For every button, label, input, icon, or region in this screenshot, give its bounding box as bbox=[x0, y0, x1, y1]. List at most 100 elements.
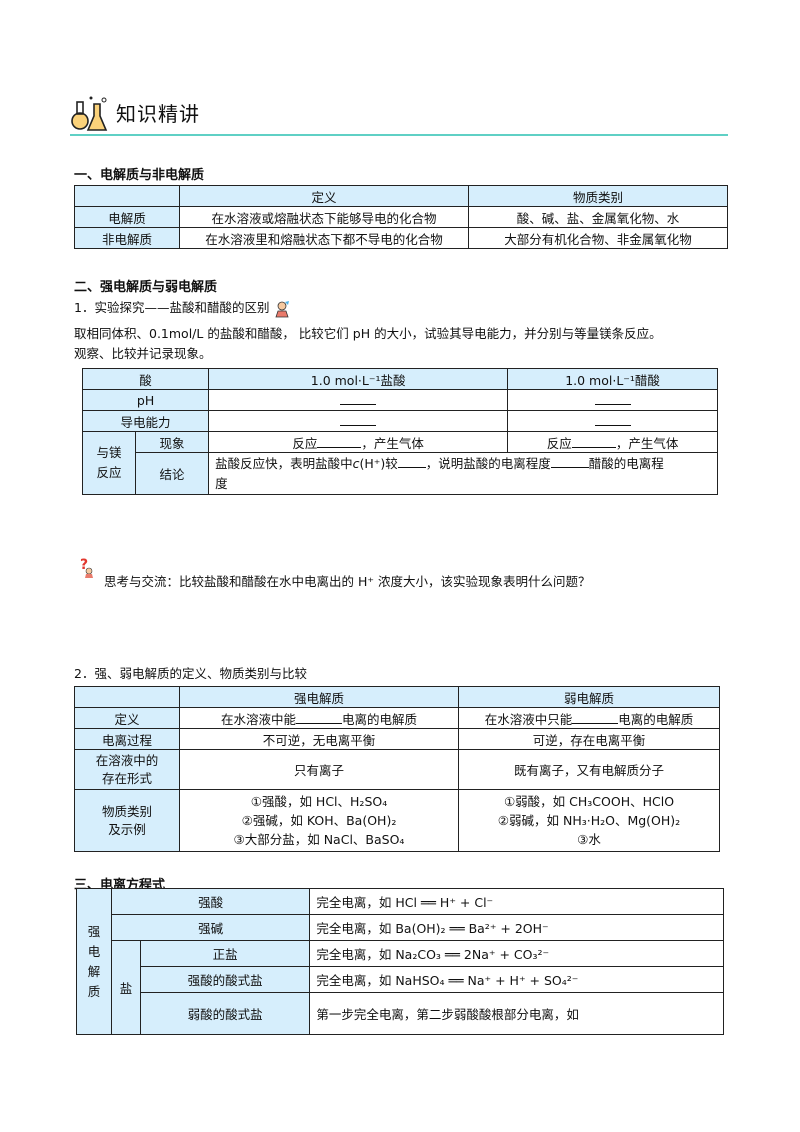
table-cell: 物质类别 及示例 bbox=[74, 789, 180, 852]
cell-text: ③大部分盐，如 NaCl、BaSO₄ bbox=[233, 832, 405, 847]
think-discuss-text: 思考与交流：比较盐酸和醋酸在水中电离出的 H⁺ 浓度大小，该实验现象表明什么问题… bbox=[104, 574, 591, 589]
table-row: 强碱 完全电离，如 Ba(OH)₂ ══ Ba²⁺ + 2OH⁻ bbox=[77, 914, 724, 941]
row-label: 及示例 bbox=[108, 821, 146, 837]
electrolyte-table: 定义 物质类别 电解质 在水溶液或熔融状态下能够导电的化合物 酸、碱、盐、金属氧… bbox=[74, 185, 728, 249]
table-cell: 在水溶液或熔融状态下能够导电的化合物 bbox=[179, 206, 469, 228]
experiment-table: 酸 1.0 mol·L⁻¹盐酸 1.0 mol·L⁻¹醋酸 pH 导电能力 与镁… bbox=[81, 368, 718, 495]
cell-text: 盐酸反应快，表明盐酸中 bbox=[215, 455, 353, 471]
answer-blank[interactable] bbox=[594, 392, 631, 405]
table-cell: 完全电离，如 Na₂CO₃ ══ 2Na⁺ + CO₃²⁻ bbox=[309, 940, 724, 967]
cell-text: 在水溶液中能 bbox=[220, 711, 296, 727]
table-cell: 强 电 解 质 bbox=[76, 888, 112, 1035]
cell-text: c bbox=[352, 455, 360, 471]
table-cell: 反应 ，产生气体 bbox=[507, 431, 718, 453]
table-cell: 不可逆，无电离平衡 bbox=[179, 728, 459, 750]
table-cell[interactable] bbox=[208, 389, 509, 411]
cell-text: ②弱碱，如 NH₃·H₂O、Mg(OH)₂ bbox=[497, 813, 681, 828]
table-row: 导电能力 bbox=[81, 410, 718, 432]
table-cell: 只有离子 bbox=[179, 749, 459, 790]
row-label: 与镁 bbox=[96, 445, 122, 460]
lab-flask-icon bbox=[71, 96, 108, 131]
cell-text: ②强碱，如 KOH、Ba(OH)₂ bbox=[241, 813, 397, 828]
table-cell: pH bbox=[81, 389, 210, 411]
table-row: 盐 正盐 完全电离，如 Na₂CO₃ ══ 2Na⁺ + CO₃²⁻ bbox=[77, 940, 724, 1035]
table-head-cell: 强电解质 bbox=[179, 686, 459, 708]
answer-blank[interactable] bbox=[296, 711, 342, 724]
table-row: 电离过程 不可逆，无电离平衡 可逆，存在电离平衡 bbox=[74, 728, 720, 750]
table-cell: 完全电离，如 NaHSO₄ ══ Na⁺ + H⁺ + SO₄²⁻ bbox=[309, 966, 724, 993]
table-row: 非电解质 在水溶液里和熔融状态下都不导电的化合物 大部分有机化合物、非金属氧化物 bbox=[74, 227, 728, 249]
row-label: 强 bbox=[87, 923, 101, 939]
cell-text: 度 bbox=[215, 475, 228, 491]
question-mark-icon: ? bbox=[80, 557, 93, 578]
table-cell: 正盐 bbox=[139, 940, 311, 967]
answer-blank[interactable] bbox=[397, 455, 426, 468]
experiment-heading-text: 1．实验探究——盐酸和醋酸的区别 bbox=[74, 300, 270, 315]
cell-text: ①强酸，如 HCl、H₂SO₄ bbox=[250, 794, 388, 809]
table-head-cell: 物质类别 bbox=[468, 185, 728, 207]
table-cell: 第一步完全电离，第二步弱酸酸根部分电离，如 bbox=[309, 992, 724, 1035]
cell-text: 在水溶液中只能 bbox=[484, 711, 573, 727]
row-label: 在溶液中的 bbox=[95, 752, 159, 768]
cell-text: 反应 bbox=[292, 435, 318, 451]
answer-blank[interactable] bbox=[572, 711, 619, 724]
table-cell: 强酸的酸式盐 bbox=[139, 966, 311, 993]
table-head-cell bbox=[74, 686, 180, 708]
table-head-cell: 弱电解质 bbox=[458, 686, 720, 708]
experiment-heading: 1．实验探究——盐酸和醋酸的区别 bbox=[74, 298, 291, 318]
table-cell: 盐酸反应快，表明盐酸中c(H⁺)较，说明盐酸的电离程度醋酸的电离程 度 bbox=[208, 452, 718, 495]
table-row: 在溶液中的 存在形式 只有离子 既有离子，又有电解质分子 bbox=[74, 749, 720, 790]
answer-blank[interactable] bbox=[340, 392, 377, 405]
answer-blank[interactable] bbox=[317, 435, 362, 448]
table-cell: 可逆，存在电离平衡 bbox=[458, 728, 720, 750]
answer-blank[interactable] bbox=[571, 435, 616, 448]
experiment-instruction: 观察、比较并记录现象。 bbox=[74, 346, 212, 361]
table-cell: ①强酸，如 HCl、H₂SO₄ ②强碱，如 KOH、Ba(OH)₂ ③大部分盐，… bbox=[179, 789, 459, 852]
cell-text: ③水 bbox=[577, 832, 601, 847]
cell-text: 反应 bbox=[546, 435, 572, 451]
table-cell: 与镁 反应 bbox=[82, 431, 136, 495]
table-cell: 结论 bbox=[134, 452, 210, 495]
page-title: 知识精讲 bbox=[116, 102, 200, 126]
table-row: 电解质 在水溶液或熔融状态下能够导电的化合物 酸、碱、盐、金属氧化物、水 bbox=[74, 206, 728, 228]
table-cell: 盐 bbox=[111, 940, 141, 1035]
cell-text: ，产生气体 bbox=[615, 435, 679, 451]
table-row: 定义 在水溶液中能电离的电解质 在水溶液中只能 电离的电解质 bbox=[74, 707, 720, 729]
section-header: 知识精讲 bbox=[70, 92, 728, 136]
table-cell: 现象 bbox=[134, 431, 210, 453]
table-cell: 完全电离，如 HCl ══ H⁺ + Cl⁻ bbox=[309, 888, 724, 915]
table-cell: 电离过程 bbox=[74, 728, 180, 750]
table-cell: 定义 bbox=[74, 707, 180, 729]
table-cell: ①弱酸，如 CH₃COOH、HClO ②弱碱，如 NH₃·H₂O、Mg(OH)₂… bbox=[458, 789, 720, 852]
row-label: 存在形式 bbox=[101, 770, 152, 786]
table-cell: 在水溶液中只能 电离的电解质 bbox=[458, 707, 720, 729]
scientist-icon bbox=[275, 300, 290, 317]
table-cell: 导电能力 bbox=[81, 410, 210, 432]
comparison-table: 强电解质 弱电解质 定义 在水溶液中能电离的电解质 在水溶液中只能电离的电解质 … bbox=[74, 686, 720, 852]
cell-text: 醋酸的电离程 bbox=[588, 455, 664, 471]
row-label: 电 bbox=[87, 943, 101, 959]
table-cell[interactable] bbox=[208, 410, 509, 432]
experiment-description: 取相同体积、0.1mol/L 的盐酸和醋酸， 比较它们 pH 的大小，试验其导电… bbox=[74, 326, 662, 341]
table-row: 与镁 反应 现象 反应 ，产生气体 反应 ，产生气体 bbox=[82, 431, 718, 495]
table-row: 物质类别 及示例 ①强酸，如 HCl、H₂SO₄ ②强碱，如 KOH、Ba(OH… bbox=[74, 789, 720, 852]
answer-blank[interactable] bbox=[550, 455, 589, 468]
table-cell[interactable] bbox=[507, 410, 718, 432]
answer-blank[interactable] bbox=[594, 413, 631, 426]
row-label: 解 bbox=[87, 963, 101, 979]
table-cell: 弱酸的酸式盐 bbox=[139, 992, 311, 1035]
table-cell: 大部分有机化合物、非金属氧化物 bbox=[468, 227, 728, 249]
answer-blank[interactable] bbox=[340, 413, 377, 426]
table-cell: 电解质 bbox=[74, 206, 180, 228]
table-cell: 强酸 bbox=[110, 888, 311, 915]
table-cell: 在水溶液中能电离的电解质 bbox=[179, 707, 459, 729]
table-cell[interactable] bbox=[507, 389, 718, 411]
table-cell: 既有离子，又有电解质分子 bbox=[458, 749, 720, 790]
cell-text: ，说明盐酸的电离程度 bbox=[425, 455, 551, 471]
table-cell: 强碱 bbox=[110, 914, 311, 941]
cell-text: 电离的电解质 bbox=[618, 711, 694, 727]
table-cell: 在水溶液里和熔融状态下都不导电的化合物 bbox=[179, 227, 469, 249]
table-row: 结论 盐酸反应快，表明盐酸中c(H⁺)较，说明盐酸的电离程度醋酸的电离程 度 bbox=[83, 452, 718, 495]
section-2-title: 二、强电解质与弱电解质 bbox=[74, 280, 218, 295]
